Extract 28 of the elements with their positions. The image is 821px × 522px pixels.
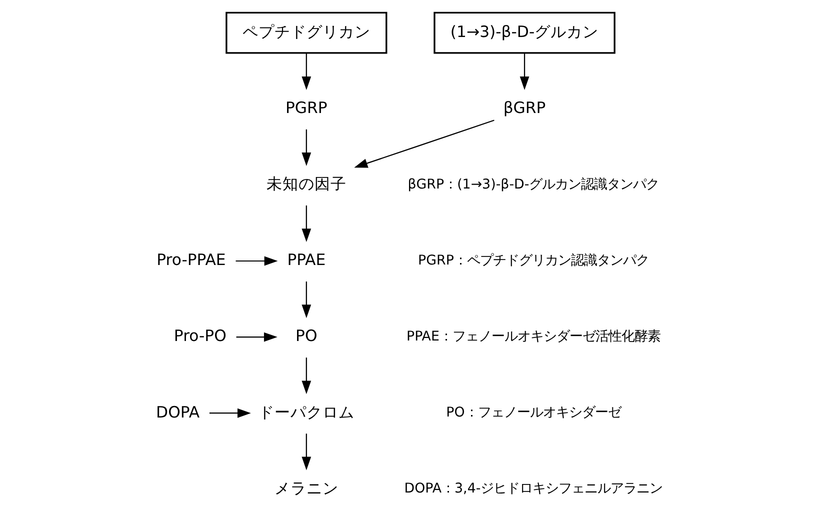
- arrow: [301, 129, 311, 166]
- node-text: 未知の因子: [266, 174, 346, 194]
- arrow: [301, 282, 311, 318]
- node-text: ドーパクロム: [258, 402, 354, 422]
- node-text: メラニン: [274, 478, 338, 498]
- arrow: [354, 120, 494, 168]
- node-box: (1→3)-β-D-グルカン: [433, 12, 615, 54]
- node-text: PO: [295, 326, 317, 346]
- label: DOPA：3,4-ジヒドロキシフェニルアラニン: [404, 482, 662, 497]
- node-text: Pro-PPAE: [156, 250, 226, 270]
- label: PGRP：ペプチドグリカン認識タンパク: [418, 253, 648, 268]
- arrow: [208, 408, 250, 418]
- arrow: [301, 358, 311, 394]
- node-text: PPAE: [286, 250, 326, 270]
- arrow: [301, 53, 311, 90]
- arrow: [301, 205, 311, 242]
- arrow: [301, 434, 311, 470]
- node-box: ペプチドグリカン: [225, 12, 387, 54]
- node-text: PGRP: [284, 98, 327, 118]
- node-text: Pro-PO: [173, 326, 226, 346]
- node-text: βGRP: [502, 98, 546, 118]
- label: βGRP：(1→3)-β-D-グルカン認識タンパク: [407, 177, 659, 192]
- arrow: [235, 256, 278, 266]
- label: PPAE：フェノールオキシダーゼ活性化酵素: [406, 330, 660, 345]
- node-text: DOPA: [156, 402, 200, 422]
- arrow: [236, 332, 277, 342]
- arrow: [519, 53, 529, 90]
- label: PO：フェノールオキシダーゼ: [446, 406, 620, 421]
